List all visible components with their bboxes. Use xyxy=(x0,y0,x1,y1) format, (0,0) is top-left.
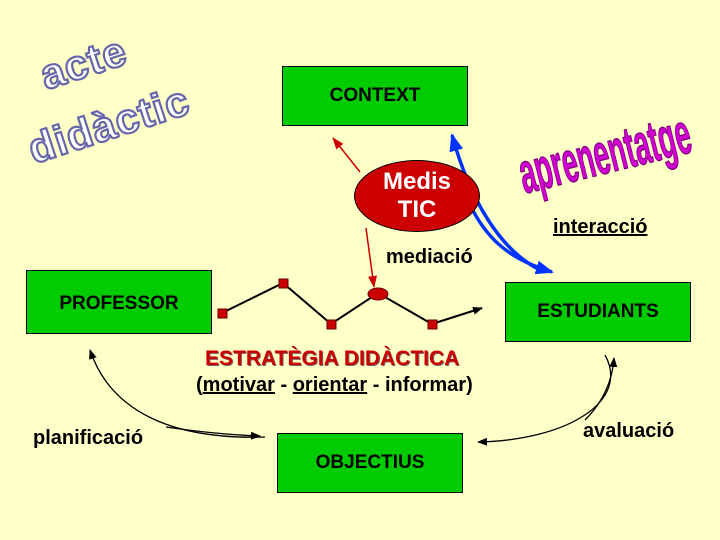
aprenentatge-label: aprenentatge xyxy=(515,101,697,206)
aprenentatge-arrow xyxy=(468,204,554,275)
avaluacio-label: avaluació xyxy=(583,420,675,442)
strategy-items: (motivar - orientar - informar) xyxy=(196,374,473,397)
avaluacio-arrow xyxy=(584,357,618,421)
planificacio-arrow xyxy=(165,426,261,440)
objectius-box: OBJECTIUS xyxy=(277,433,463,493)
strategy-zigzag-line xyxy=(221,281,483,326)
mediacio-label: mediació xyxy=(386,246,473,268)
media-label-line1: Medis xyxy=(382,168,451,196)
strategy-item-orientar: orientar xyxy=(292,374,368,396)
strategy-item-motivar: motivar xyxy=(202,374,275,396)
media-to-strategy-arrow xyxy=(365,227,377,288)
media-to-context-arrow xyxy=(332,137,361,173)
strategy-close-paren: ) xyxy=(466,374,473,396)
aprenentatge-wordart: aprenentatge xyxy=(515,100,698,206)
title-line1: acte xyxy=(34,27,132,99)
strategy-item-informar: informar xyxy=(384,374,467,396)
zigzag-marker xyxy=(326,319,337,330)
professor-label: PROFESSOR xyxy=(59,293,179,314)
estudiants-label: ESTUDIANTS xyxy=(537,301,659,322)
context-label: CONTEXT xyxy=(329,85,421,106)
media-label-line2: TIC xyxy=(397,196,437,223)
zigzag-marker xyxy=(367,287,389,301)
avaluacio-arrow xyxy=(477,354,612,446)
title-wordart: acte didàctic xyxy=(28,26,196,172)
zigzag-marker xyxy=(278,278,289,289)
context-box: CONTEXT xyxy=(282,66,468,126)
estudiants-box: ESTUDIANTS xyxy=(505,282,691,342)
zigzag-marker xyxy=(427,319,438,330)
strategy-separator: - xyxy=(367,374,385,396)
zigzag-marker xyxy=(217,308,228,319)
strategy-separator: - xyxy=(274,374,293,396)
interaccio-label: interacció xyxy=(553,216,648,238)
planificacio-label: planificació xyxy=(33,427,144,449)
professor-box: PROFESSOR xyxy=(26,270,212,334)
strategy-title: ESTRATÈGIA DIDÀCTICA xyxy=(205,347,460,370)
strategy-open-paren: ( xyxy=(196,374,203,396)
media-node: Medis TIC xyxy=(354,160,480,232)
objectius-label: OBJECTIUS xyxy=(315,452,425,473)
planificacio-arrow xyxy=(89,349,266,438)
